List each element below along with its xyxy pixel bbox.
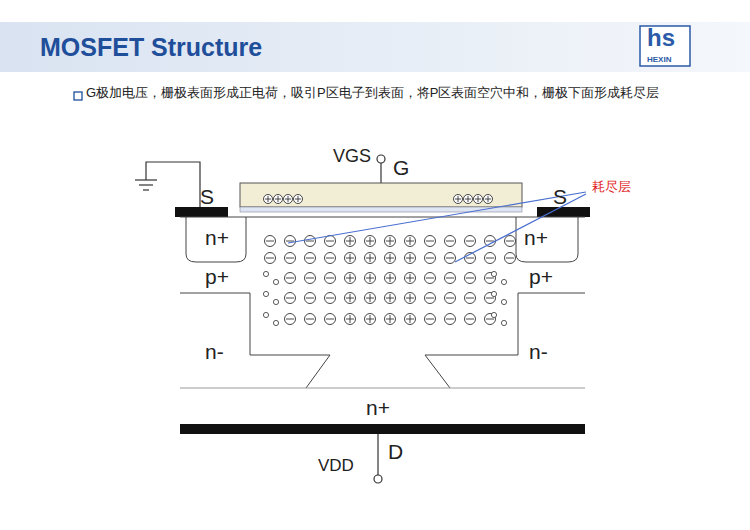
region-label: n- xyxy=(205,340,224,364)
region-label: p+ xyxy=(529,265,553,289)
gate-charges xyxy=(264,195,493,204)
gate-electrode xyxy=(240,183,522,207)
slide-title: MOSFET Structure xyxy=(40,33,262,62)
silicon-regions xyxy=(180,217,585,388)
logo-text: HEXIN xyxy=(647,55,671,64)
leader-line xyxy=(288,192,586,262)
region-label: n+ xyxy=(205,226,229,250)
title-band xyxy=(0,22,750,72)
ground-wire xyxy=(135,162,200,207)
terminal-name: D xyxy=(388,440,403,464)
terminal-name: S xyxy=(200,185,214,209)
carrier-charges xyxy=(263,236,515,326)
drain-terminal xyxy=(374,434,382,483)
source-metal xyxy=(175,207,228,217)
region-label: n+ xyxy=(366,396,390,420)
signal-name: VDD xyxy=(318,456,354,476)
region-label: n+ xyxy=(524,226,548,250)
signal-name: VGS xyxy=(333,146,371,167)
terminal-name: S xyxy=(553,185,567,209)
region-label: n- xyxy=(529,340,548,364)
note-text: G极加电压，栅极表面形成正电荷，吸引P区电子到表面，将P区表面空穴中和，栅极下面… xyxy=(86,86,686,101)
terminal-name: G xyxy=(393,156,409,180)
bullet-square xyxy=(74,92,82,100)
gate-terminal xyxy=(377,155,385,183)
gate-oxide xyxy=(240,207,522,212)
callout-label: 耗尽层 xyxy=(592,180,631,195)
region-label: p+ xyxy=(205,265,229,289)
logo-mark: hs xyxy=(647,24,675,52)
drain-metal xyxy=(180,424,585,434)
